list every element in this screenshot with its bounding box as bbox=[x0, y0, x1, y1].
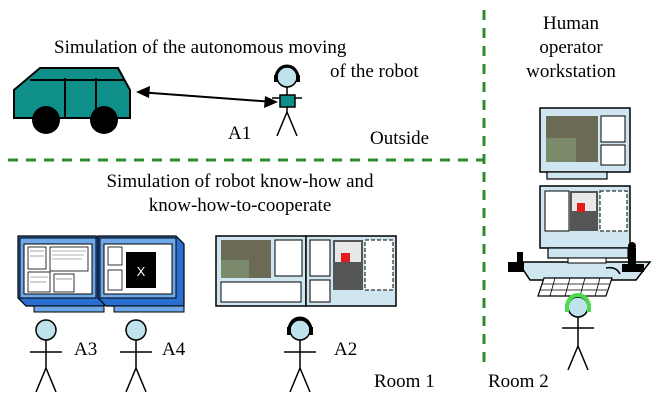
workstation-main-monitor-icon bbox=[508, 185, 652, 281]
sim-knowhow-title: Simulation of robot know-how and bbox=[106, 171, 374, 192]
console-display-icon bbox=[215, 235, 397, 307]
monitor-documents-icon bbox=[17, 235, 105, 313]
room2-label: Room 2 bbox=[488, 371, 549, 392]
sim-autonomous-title: Simulation of the autonomous moving bbox=[54, 37, 347, 58]
agent-a2-figure-icon bbox=[284, 316, 316, 393]
agent-a1-label: A1 bbox=[228, 123, 252, 144]
monitor-window-icon: X bbox=[97, 235, 185, 313]
keyboard-icon bbox=[537, 277, 613, 297]
human-operator-title-line2: operator bbox=[539, 37, 603, 58]
human-operator-title-line3: workstation bbox=[526, 61, 616, 82]
agent-a3-label: A3 bbox=[74, 339, 98, 360]
agent-a1-figure-icon bbox=[272, 64, 302, 137]
agent-a4-figure-icon bbox=[120, 319, 152, 393]
outside-label: Outside bbox=[370, 128, 430, 149]
human-operator-title: Human bbox=[543, 13, 599, 34]
window-x-label: X bbox=[137, 264, 146, 279]
sim-knowhow-title-line2: know-how-to-cooperate bbox=[148, 195, 332, 216]
robot-vehicle-icon bbox=[13, 67, 131, 134]
agent-a4-label: A4 bbox=[162, 339, 186, 360]
human-operator-figure-icon bbox=[562, 293, 594, 371]
agent-a2-label: A2 bbox=[334, 339, 358, 360]
sim-autonomous-title-line2: of the robot bbox=[330, 61, 419, 82]
link-arrow-icon bbox=[136, 86, 278, 108]
room1-label: Room 1 bbox=[374, 371, 435, 392]
workstation-top-monitor-icon bbox=[539, 107, 631, 180]
agent-a3-figure-icon bbox=[30, 319, 62, 393]
